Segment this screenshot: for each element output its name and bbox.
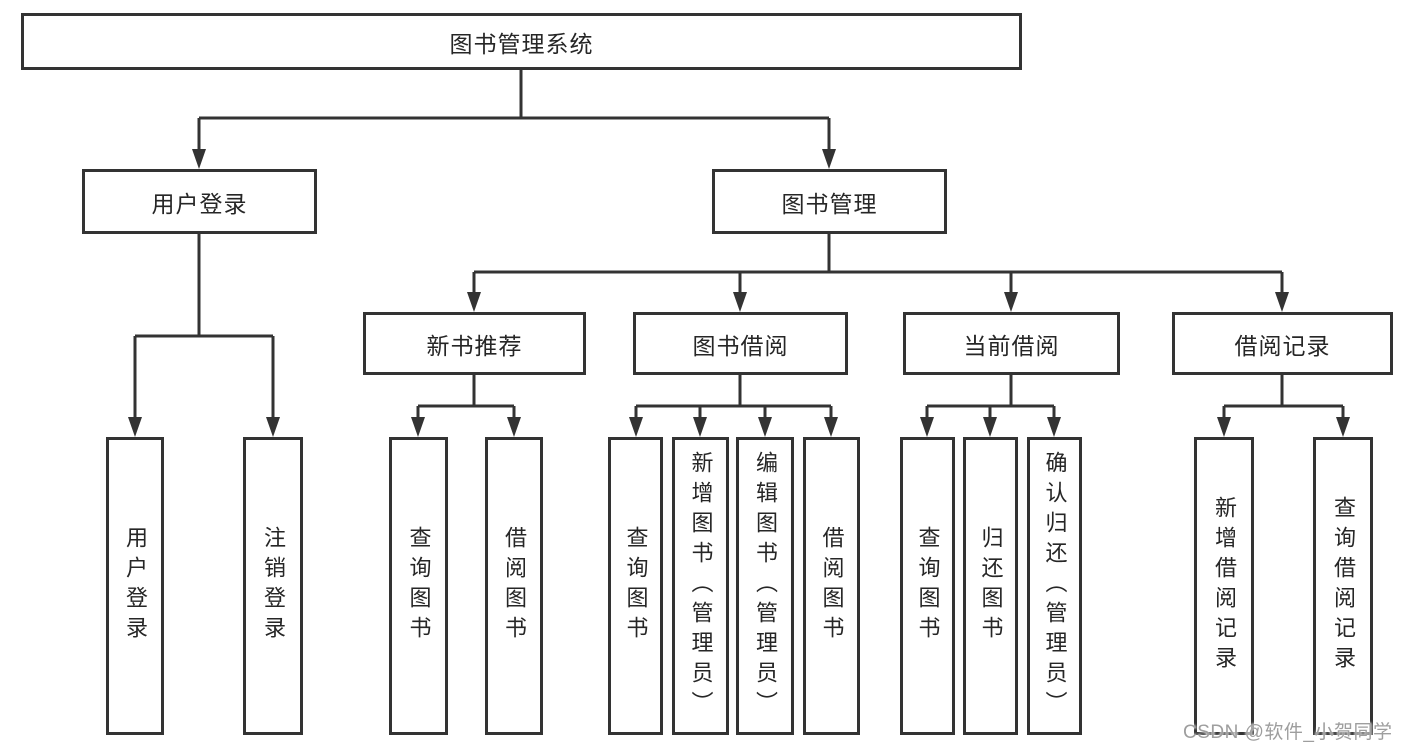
leaf-return-books: 归还图书 — [963, 437, 1018, 735]
node-user-login: 用户登录 — [82, 169, 317, 234]
leaf-edit-book-admin: 编辑图书（管理员） — [736, 437, 794, 735]
leaf-query-books-current: 查询图书 — [900, 437, 955, 735]
leaf-add-borrow-record: 新增借阅记录 — [1194, 437, 1254, 735]
leaf-query-borrow-record: 查询借阅记录 — [1313, 437, 1373, 735]
node-book-management: 图书管理 — [712, 169, 947, 234]
leaf-query-books-borrowing: 查询图书 — [608, 437, 663, 735]
leaf-add-book-admin: 新增图书（管理员） — [672, 437, 729, 735]
leaf-logout: 注销登录 — [243, 437, 303, 735]
node-new-book-recommend: 新书推荐 — [363, 312, 586, 375]
arrowheads — [128, 149, 1350, 437]
leaf-borrow-books-borrowing: 借阅图书 — [803, 437, 860, 735]
node-library-system: 图书管理系统 — [21, 13, 1022, 70]
leaf-user-login: 用户登录 — [106, 437, 164, 735]
csdn-watermark: CSDN @软件_小贺同学 — [1183, 722, 1393, 743]
leaf-borrow-books-recommend: 借阅图书 — [485, 437, 543, 735]
node-borrowing-records: 借阅记录 — [1172, 312, 1393, 375]
leaf-query-books-recommend: 查询图书 — [389, 437, 448, 735]
node-current-borrowing: 当前借阅 — [903, 312, 1120, 375]
node-book-borrowing: 图书借阅 — [633, 312, 848, 375]
leaf-confirm-return-admin: 确认归还（管理员） — [1027, 437, 1082, 735]
